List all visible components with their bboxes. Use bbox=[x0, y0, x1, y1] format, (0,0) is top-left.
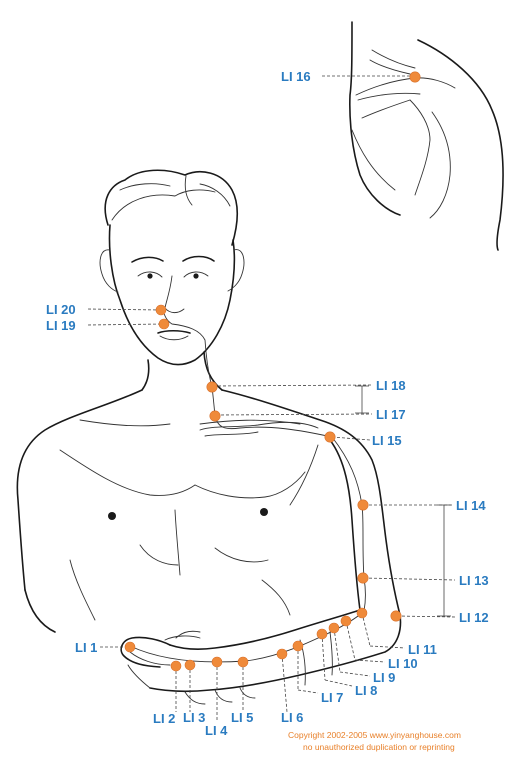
point-li12[interactable] bbox=[391, 611, 401, 621]
point-li14[interactable] bbox=[358, 500, 368, 510]
label-li1: LI 1 bbox=[75, 640, 97, 655]
label-li4: LI 4 bbox=[205, 723, 228, 738]
label-li15: LI 15 bbox=[372, 433, 402, 448]
point-li19[interactable] bbox=[159, 319, 169, 329]
label-li17: LI 17 bbox=[376, 407, 406, 422]
point-li15[interactable] bbox=[325, 432, 335, 442]
point-li13[interactable] bbox=[358, 573, 368, 583]
meridian-line bbox=[130, 311, 366, 662]
label-li14: LI 14 bbox=[456, 498, 486, 513]
point-li11[interactable] bbox=[357, 608, 367, 618]
point-li10[interactable] bbox=[341, 616, 351, 626]
point-li5[interactable] bbox=[238, 657, 248, 667]
point-li1[interactable] bbox=[125, 642, 135, 652]
label-li2: LI 2 bbox=[153, 711, 175, 726]
point-li9[interactable] bbox=[329, 623, 339, 633]
acupoints bbox=[125, 72, 420, 671]
head-illustration bbox=[100, 170, 244, 390]
label-li20: LI 20 bbox=[46, 302, 76, 317]
torso-illustration bbox=[17, 390, 400, 632]
shoulder-inset-illustration bbox=[350, 22, 503, 250]
point-li17[interactable] bbox=[210, 411, 220, 421]
point-li20[interactable] bbox=[156, 305, 166, 315]
point-li6[interactable] bbox=[277, 649, 287, 659]
label-li13: LI 13 bbox=[459, 573, 489, 588]
label-li8: LI 8 bbox=[355, 683, 377, 698]
label-li19: LI 19 bbox=[46, 318, 76, 333]
label-li6: LI 6 bbox=[281, 710, 303, 725]
point-li18[interactable] bbox=[207, 382, 217, 392]
point-li7[interactable] bbox=[293, 641, 303, 651]
label-li11: LI 11 bbox=[408, 642, 437, 657]
point-li16[interactable] bbox=[410, 72, 420, 82]
copyright-notice: Copyright 2002-2005 www.yinyanghouse.com… bbox=[288, 730, 461, 752]
label-li10: LI 10 bbox=[388, 656, 418, 671]
copyright-line-1: Copyright 2002-2005 www.yinyanghouse.com bbox=[288, 730, 461, 740]
point-li3[interactable] bbox=[185, 660, 195, 670]
point-li8[interactable] bbox=[317, 629, 327, 639]
label-li7: LI 7 bbox=[321, 690, 343, 705]
label-li12: LI 12 bbox=[459, 610, 489, 625]
label-li5: LI 5 bbox=[231, 710, 253, 725]
copyright-line-2: no unauthorized duplication or reprintin… bbox=[303, 742, 455, 752]
label-li16: LI 16 bbox=[281, 69, 311, 84]
point-li4[interactable] bbox=[212, 657, 222, 667]
label-li18: LI 18 bbox=[376, 378, 406, 393]
label-li3: LI 3 bbox=[183, 710, 205, 725]
point-li2[interactable] bbox=[171, 661, 181, 671]
